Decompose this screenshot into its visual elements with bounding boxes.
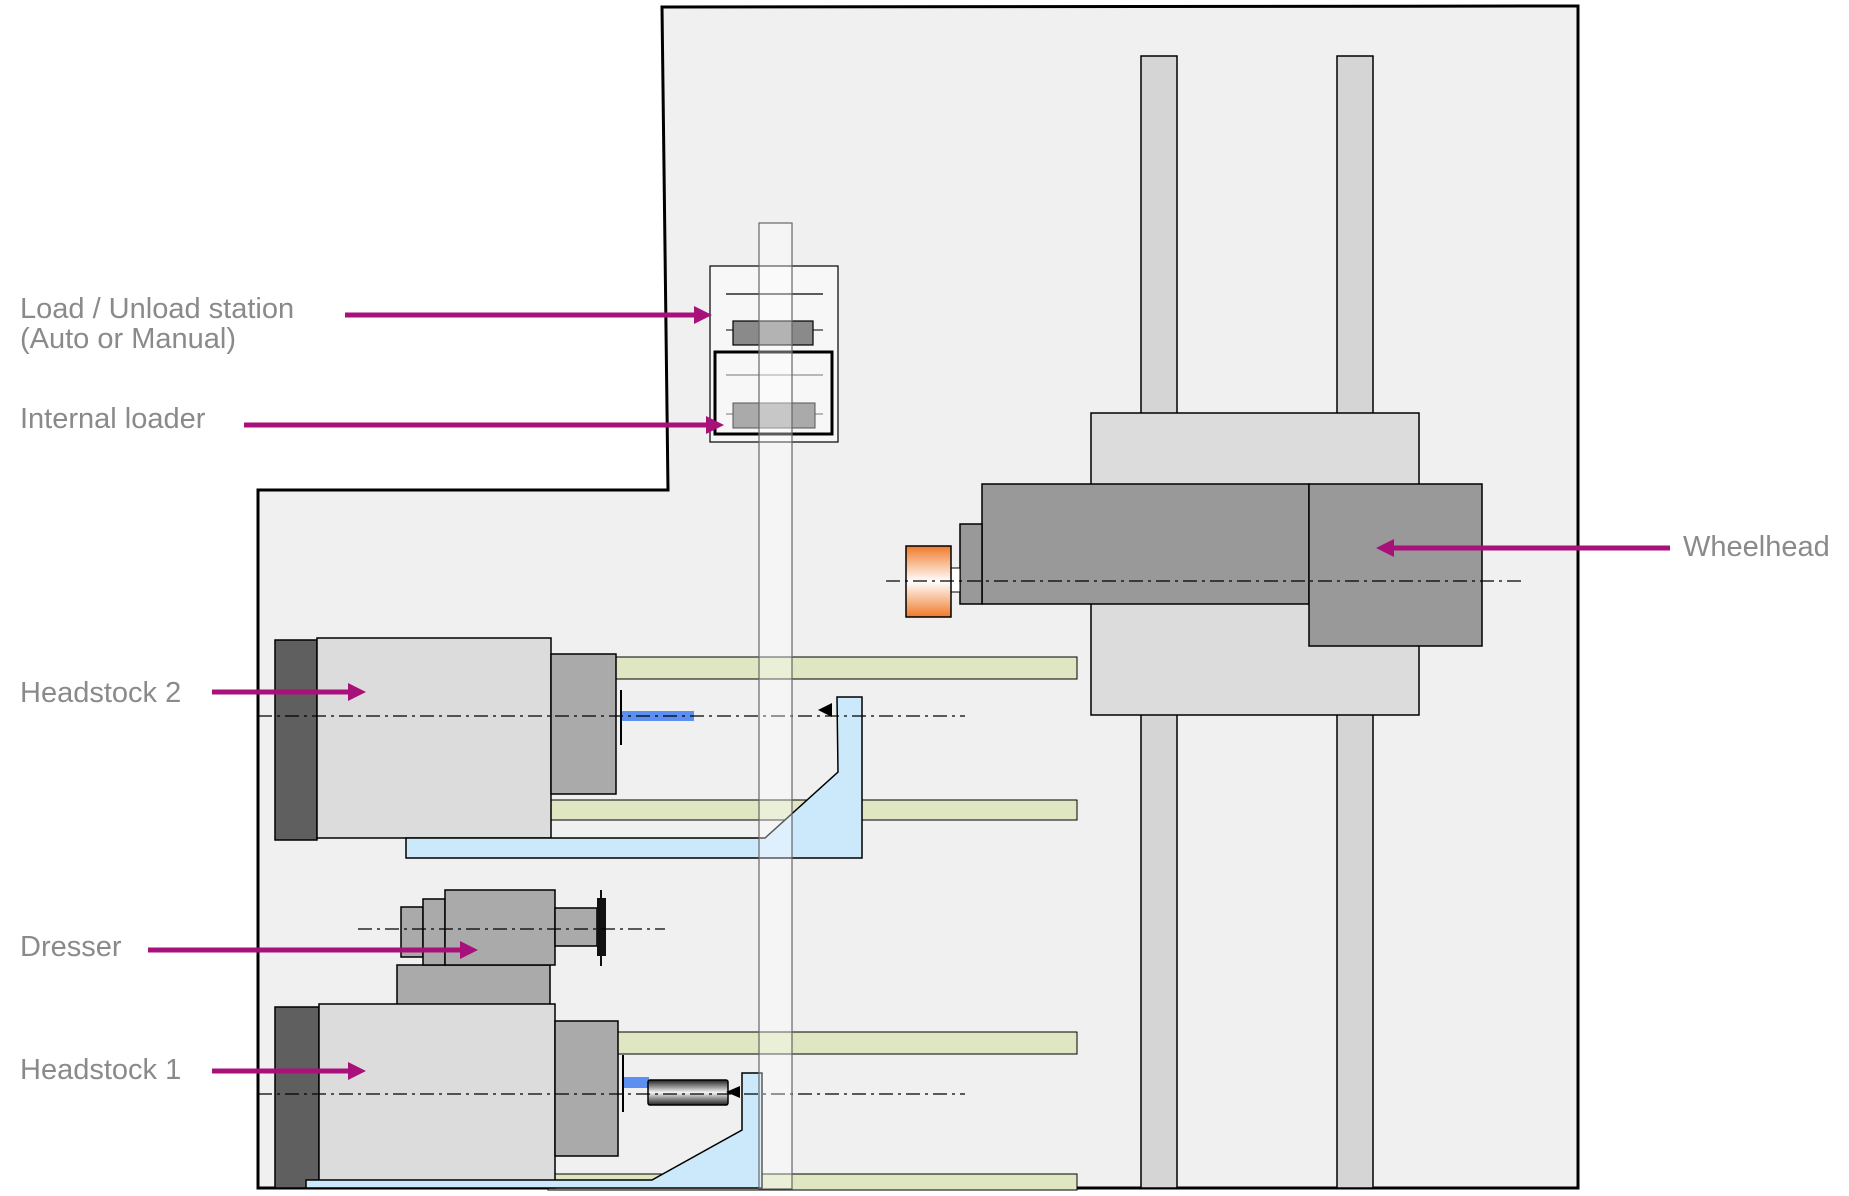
headstock-2-chuck	[550, 653, 617, 795]
load-unload-arrow-head	[694, 306, 712, 324]
wheelhead-spindle-nose	[959, 523, 983, 605]
label-headstock-2: Headstock 2	[20, 677, 181, 709]
internal-loader	[713, 350, 834, 436]
loader-gantry	[758, 222, 793, 1190]
label-wheelhead: Wheelhead	[1683, 531, 1830, 563]
tailstock-1	[305, 1072, 763, 1189]
wheelhead-motor	[1308, 483, 1483, 647]
headstock-1-guide-rail-top	[615, 1031, 1078, 1055]
wheel-spindle	[950, 567, 961, 593]
internal-loader-arrow-head	[706, 416, 724, 434]
label-dresser: Dresser	[20, 931, 122, 963]
headstock-1-chuck	[554, 1020, 619, 1157]
internal-loader-part	[732, 402, 816, 429]
label-headstock-1: Headstock 1	[20, 1054, 181, 1086]
label-load-unload-line1: Load / Unload station	[20, 293, 294, 325]
tailstock-1-center	[726, 1086, 740, 1098]
headstock-1-motor	[274, 1006, 320, 1189]
headstock-1-spindle-tip	[624, 1077, 649, 1088]
dresser-motor-cap	[422, 898, 446, 966]
tailstock-2-center	[818, 703, 832, 717]
dresser-spindle	[554, 907, 598, 947]
tailstock-2	[405, 696, 863, 859]
load-station-part	[732, 320, 814, 346]
label-internal-loader: Internal loader	[20, 403, 206, 435]
dresser-arrow-head	[460, 941, 478, 959]
headstock-1-workpiece	[647, 1079, 729, 1106]
headstock-1-body	[318, 1003, 556, 1189]
headstock-1-arrow-head	[348, 1062, 366, 1080]
wheelhead-housing	[981, 483, 1310, 605]
dresser-base	[396, 964, 551, 1006]
callout-arrows	[148, 306, 1670, 1080]
wheelhead-arrow-head	[1376, 539, 1394, 557]
headstock-2-arrow-head	[348, 683, 366, 701]
headstock-2-body	[316, 637, 552, 839]
headstock-2-guide-rail-top	[615, 656, 1078, 680]
label-load-unload-line2: (Auto or Manual)	[20, 323, 236, 355]
headstock-2-motor	[274, 639, 318, 841]
